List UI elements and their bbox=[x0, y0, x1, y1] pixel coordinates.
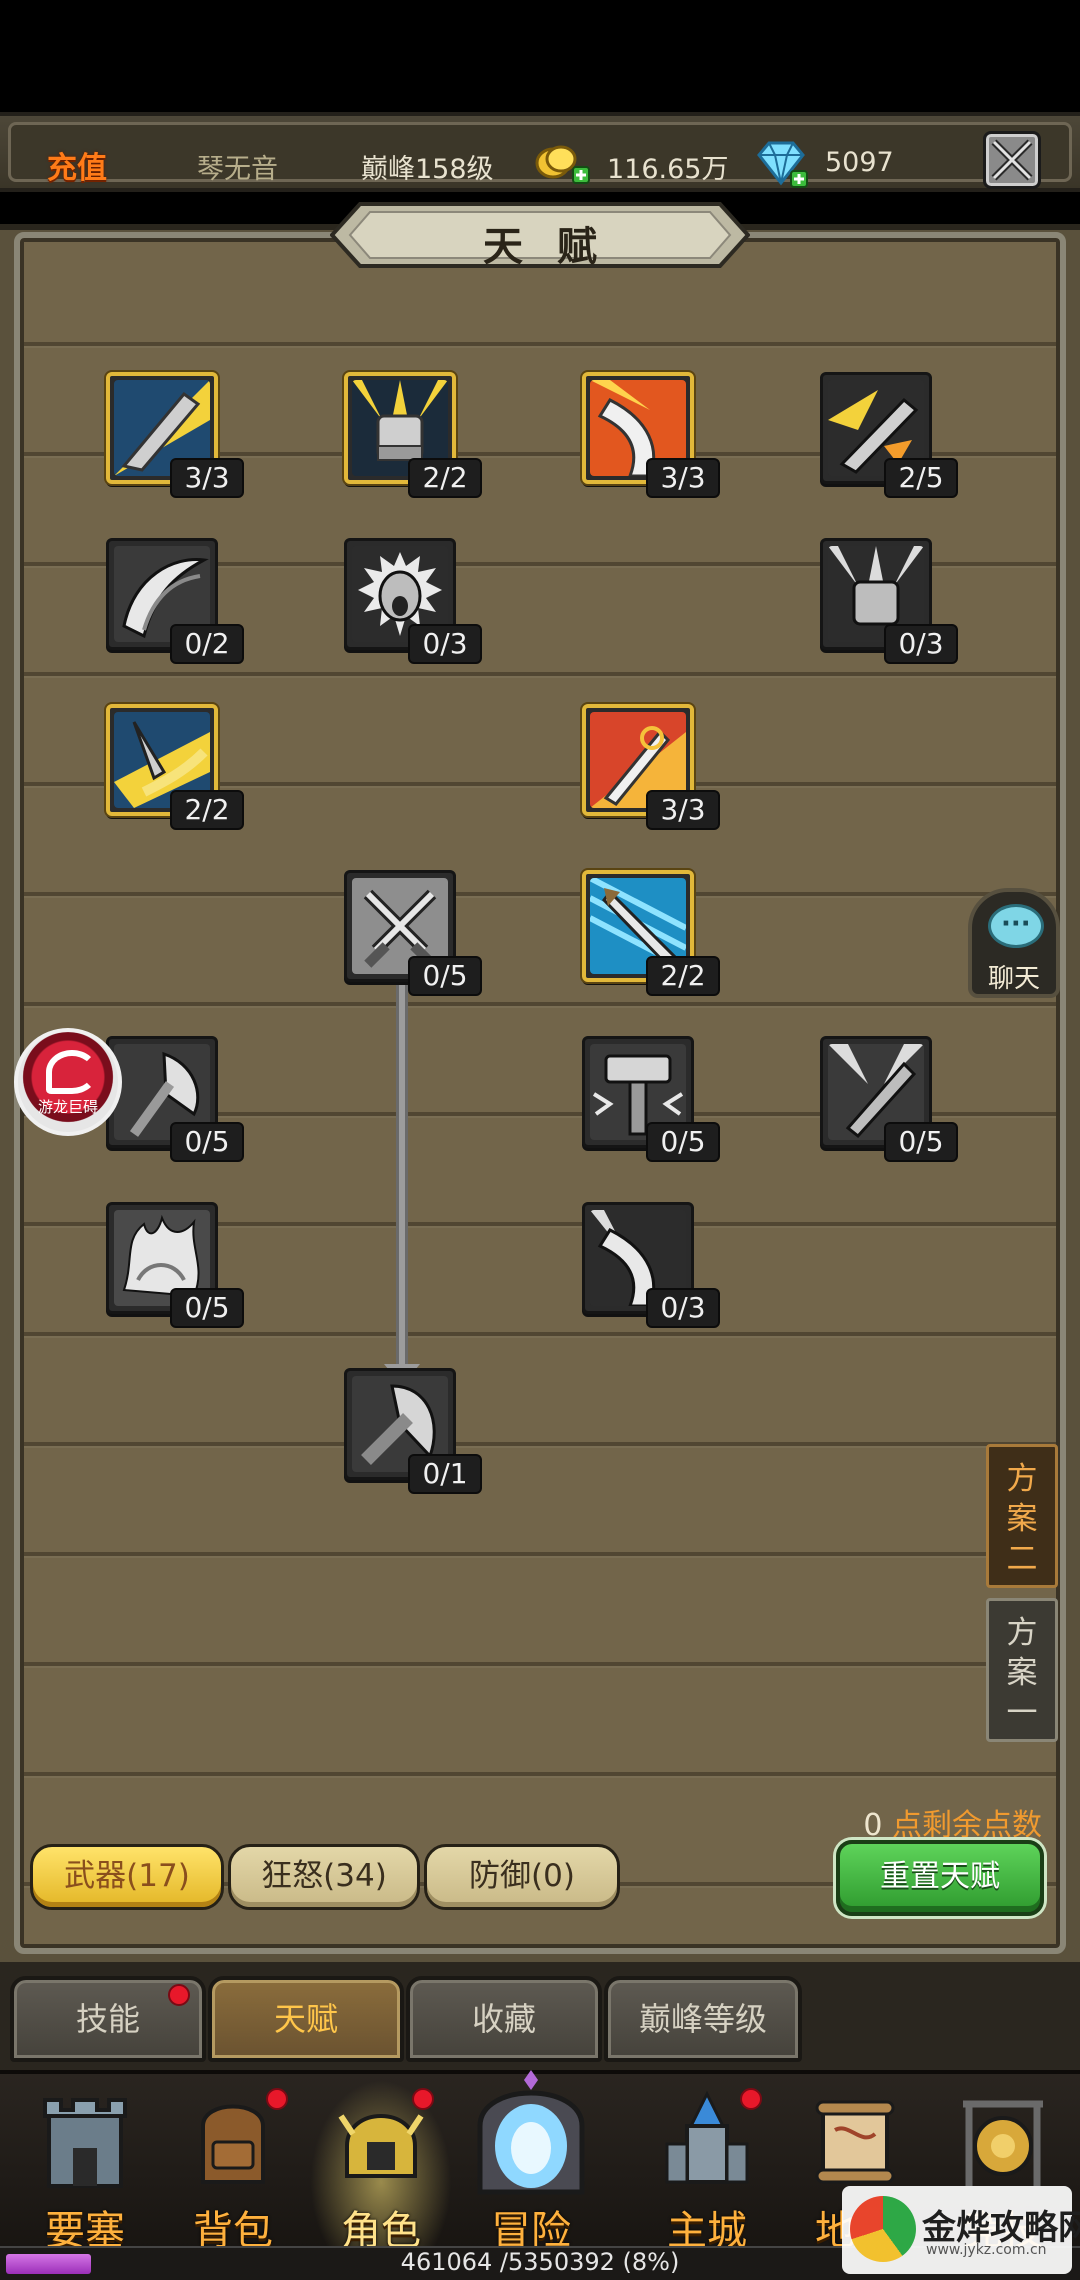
talent-connector-line bbox=[396, 978, 408, 1378]
talent-slot[interactable]: 2/2 bbox=[582, 870, 720, 996]
talent-slot[interactable]: 0/2 bbox=[106, 538, 244, 664]
chat-label: 聊天 bbox=[987, 964, 1040, 994]
talent-slot[interactable]: 2/2 bbox=[106, 704, 244, 830]
player-name: 琴无音 bbox=[197, 154, 278, 185]
nav-adventure[interactable]: 冒险 bbox=[456, 2070, 606, 2254]
panel-title: 天赋 bbox=[483, 224, 631, 270]
panel-title-plate bbox=[330, 202, 750, 268]
talent-slot[interactable]: 3/3 bbox=[106, 372, 244, 498]
talent-slot[interactable]: 0/5 bbox=[344, 870, 482, 996]
talent-slot[interactable]: 3/3 bbox=[582, 704, 720, 830]
city-notification-dot bbox=[740, 2088, 762, 2110]
wave-slash-icon bbox=[590, 1210, 686, 1306]
talent-slot[interactable]: 0/3 bbox=[582, 1202, 720, 1328]
tab-skills[interactable]: 技能 bbox=[10, 1976, 206, 2062]
diamond-add-icon[interactable] bbox=[753, 139, 809, 189]
talent-slot[interactable]: 0/3 bbox=[344, 538, 482, 664]
skills-notification-dot bbox=[168, 1984, 190, 2006]
talent-slot[interactable]: 2/5 bbox=[820, 372, 958, 498]
gold-coin-add-icon[interactable] bbox=[535, 143, 591, 185]
gong-icon bbox=[963, 2100, 1043, 2186]
backpack-icon bbox=[201, 2104, 265, 2184]
remaining-points-value: 0 bbox=[863, 1808, 883, 1843]
talent-level: 2/2 bbox=[170, 790, 244, 830]
crossed-swords-icon bbox=[991, 139, 1033, 181]
guild-badge-text: 游龙巨碍 bbox=[37, 1098, 98, 1116]
gem-amount: 5097 bbox=[825, 147, 894, 178]
watermark-url: www.jykz.com.cn bbox=[926, 2242, 1047, 2258]
talent-slot[interactable]: 0/5 bbox=[820, 1036, 958, 1162]
talent-level: 0/2 bbox=[170, 624, 244, 664]
plan-tab-one-label: 方案一 bbox=[1006, 1615, 1038, 1731]
experience-text: 461064 /5350392 (8%) bbox=[400, 2248, 680, 2276]
tab-collection[interactable]: 收藏 bbox=[406, 1976, 602, 2062]
talent-slot[interactable]: 3/3 bbox=[582, 372, 720, 498]
currency-bar: 充值 琴无音 巅峰158级 116.65万 5097 bbox=[0, 112, 1080, 192]
talent-level: 0/5 bbox=[170, 1288, 244, 1328]
talent-level: 0/5 bbox=[408, 956, 482, 996]
talent-slot[interactable]: 0/3 bbox=[820, 538, 958, 664]
nav-main-city[interactable]: 主城 bbox=[632, 2080, 782, 2254]
backpack-notification-dot bbox=[266, 2088, 288, 2110]
plan-tab-two[interactable]: 方案二 bbox=[986, 1444, 1058, 1588]
talent-slot[interactable]: 0/5 bbox=[582, 1036, 720, 1162]
talent-slot[interactable]: 0/5 bbox=[106, 1036, 244, 1162]
settings-button[interactable] bbox=[983, 131, 1041, 189]
nav-backpack[interactable]: 背包 bbox=[158, 2080, 308, 2254]
talent-slot[interactable]: 2/2 bbox=[344, 372, 482, 498]
fire-claw-icon bbox=[590, 380, 686, 476]
talent-slot[interactable]: 0/5 bbox=[106, 1202, 244, 1328]
plan-tab-two-label: 方案二 bbox=[1006, 1461, 1038, 1577]
plan-tab-one[interactable]: 方案一 bbox=[986, 1598, 1058, 1742]
talent-level: 2/5 bbox=[884, 458, 958, 498]
portal-icon bbox=[477, 2070, 585, 2195]
site-watermark: 金烨攻略网 www.jykz.com.cn bbox=[842, 2186, 1080, 2274]
talent-level: 0/5 bbox=[170, 1122, 244, 1162]
character-notification-dot bbox=[412, 2088, 434, 2110]
category-rage-button[interactable]: 狂怒(34) bbox=[228, 1844, 420, 1910]
remaining-points-label: 点剩余点数 bbox=[892, 1808, 1042, 1843]
talent-level: 3/3 bbox=[646, 458, 720, 498]
fortress-icon bbox=[43, 2098, 127, 2188]
castle-icon bbox=[665, 2090, 749, 2184]
tab-talents[interactable]: 天赋 bbox=[208, 1976, 404, 2062]
currency-bar-inner: 充值 琴无音 巅峰158级 116.65万 5097 bbox=[8, 122, 1072, 189]
gold-amount: 116.65万 bbox=[607, 154, 729, 185]
category-defense-button[interactable]: 防御(0) bbox=[424, 1844, 620, 1910]
hammer-icon bbox=[590, 1044, 686, 1140]
recharge-button[interactable]: 充值 bbox=[47, 151, 107, 186]
helmet-icon bbox=[338, 2114, 424, 2178]
talent-level: 3/3 bbox=[170, 458, 244, 498]
talent-level: 0/3 bbox=[408, 624, 482, 664]
guild-badge[interactable]: 游龙巨碍 bbox=[14, 1028, 122, 1136]
remaining-points: 0 点剩余点数 bbox=[863, 1800, 1042, 1844]
talent-level: 0/5 bbox=[884, 1122, 958, 1162]
talent-level: 2/2 bbox=[408, 458, 482, 498]
reset-talents-button[interactable]: 重置天赋 bbox=[836, 1840, 1044, 1916]
talent-level: 2/2 bbox=[646, 956, 720, 996]
nav-character[interactable]: 角色 bbox=[306, 2080, 456, 2254]
dragon-emblem-icon bbox=[46, 1050, 98, 1094]
tab-peak-level[interactable]: 巅峰等级 bbox=[604, 1976, 802, 2062]
watermark-logo-icon bbox=[850, 2196, 916, 2262]
fist-strike-icon bbox=[352, 380, 448, 476]
nav-fortress[interactable]: 要塞 bbox=[10, 2080, 160, 2254]
talent-level: 3/3 bbox=[646, 790, 720, 830]
peak-level: 巅峰158级 bbox=[361, 154, 494, 185]
talent-level: 0/1 bbox=[408, 1454, 482, 1494]
chat-bubble-icon bbox=[988, 904, 1044, 948]
ice-spear-icon bbox=[590, 878, 686, 974]
talent-level: 0/5 bbox=[646, 1122, 720, 1162]
talent-level: 0/3 bbox=[646, 1288, 720, 1328]
talent-slot[interactable]: 0/1 bbox=[344, 1368, 482, 1494]
watermark-text: 金烨攻略网 bbox=[922, 2208, 1080, 2248]
frenzy-aura-icon bbox=[114, 1210, 210, 1306]
category-weapon-button[interactable]: 武器(17) bbox=[30, 1844, 224, 1910]
chat-button[interactable]: 聊天 bbox=[968, 888, 1060, 998]
scroll-map-icon bbox=[815, 2100, 895, 2184]
talent-level: 0/3 bbox=[884, 624, 958, 664]
blade-slash-icon bbox=[114, 380, 210, 476]
experience-fill bbox=[6, 2254, 91, 2274]
rage-roar-icon bbox=[352, 546, 448, 642]
